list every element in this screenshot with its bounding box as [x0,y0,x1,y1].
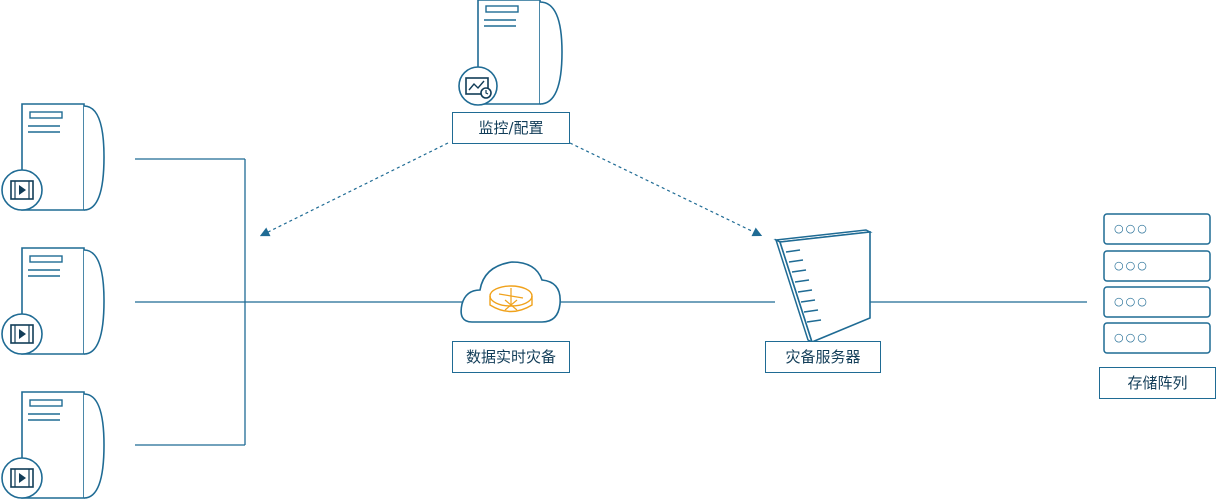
source-server-1 [1,103,105,211]
storage-unit-4-indicator: ○○○ [1114,331,1149,344]
source-server-3 [1,391,105,499]
video-server-icon [1,391,105,499]
connection-lines [135,158,1087,446]
monitor-config-label: 监控/配置 [452,112,570,144]
tower-server-icon [773,229,873,344]
cloud-router [460,261,561,323]
dr-server-label: 灾备服务器 [765,341,881,373]
storage-unit-2-indicator: ○○○ [1114,259,1149,272]
monitor-server [458,0,563,106]
storage-array-label: 存储阵列 [1099,367,1216,399]
monitor-arrows [259,142,763,237]
monitor-chart-icon [458,0,563,106]
storage-unit-3-indicator: ○○○ [1114,295,1149,308]
video-server-icon [1,247,105,355]
storage-array-icon [1103,213,1211,354]
cloud-router-icon [460,261,561,323]
realtime-dr-label: 数据实时灾备 [452,341,570,373]
source-server-2 [1,247,105,355]
dr-server [773,229,873,344]
video-server-icon [1,103,105,211]
storage-unit-1-indicator: ○○○ [1114,222,1149,235]
storage-array [1103,213,1211,354]
